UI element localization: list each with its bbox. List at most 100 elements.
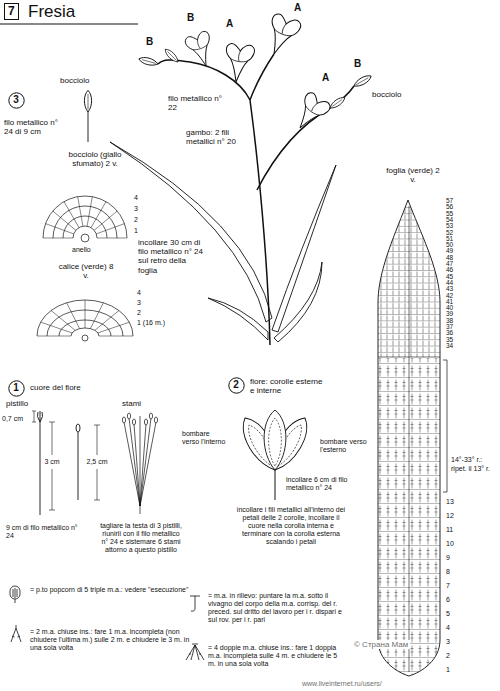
- wire-note: filo metallico n° 22: [168, 94, 228, 112]
- node-text: 2: [233, 380, 239, 390]
- repeat-note: 14°-33° r.:: [451, 456, 482, 464]
- wire-note: incollare 6 cm di filo metallico n° 24: [286, 476, 364, 492]
- dimension: 0,7 cm: [2, 415, 23, 423]
- flowers: [222, 42, 255, 84]
- bud-chart: [53, 206, 117, 238]
- part-name: bocciolo: [372, 90, 401, 99]
- plant-leaves: [208, 298, 268, 340]
- flower-letter: B: [187, 12, 194, 24]
- part-name: anello: [72, 246, 91, 254]
- pistil-drawing: [37, 411, 42, 422]
- calyx-chart: [82, 335, 88, 341]
- chart-title: calice (verde) 8 v.: [58, 262, 114, 280]
- stitch-symbols: [11, 625, 21, 642]
- chart-title: foglia (verde) 2 v.: [386, 166, 440, 184]
- note: tagliare la testa di 3 pistilli, riunirl…: [98, 522, 184, 554]
- header-rule: [0, 24, 138, 25]
- number-box: 7: [4, 3, 19, 20]
- flowers: [184, 30, 218, 70]
- flowers: [260, 12, 302, 60]
- row-number: 4: [137, 289, 141, 297]
- dimension: 2,5 cm: [86, 458, 107, 466]
- row-number: 3: [134, 205, 138, 213]
- pistil-drawing: [78, 432, 79, 500]
- stem-note: gambo: 2 fili metallici n° 20: [186, 128, 248, 146]
- node-text: 3: [13, 95, 19, 105]
- row-number: 10: [446, 540, 454, 548]
- wire-note: 9 cm di filo metallico n° 24: [6, 524, 78, 540]
- section-title: fiore: corolle esterne e interne: [250, 377, 326, 395]
- plant-leaves: [274, 262, 322, 342]
- watermark: © Страна Мам: [352, 640, 410, 649]
- leaf-chart: [370, 358, 450, 688]
- bud-chart: [73, 226, 97, 238]
- row-number: 12: [446, 512, 454, 520]
- flowers: [289, 90, 332, 136]
- pistil-drawing: [32, 411, 36, 422]
- stitch-symbols: [186, 644, 204, 660]
- bud-chart: [81, 234, 89, 242]
- plant-stem: [250, 54, 274, 100]
- wire-note: filo metallico n° 24 di 9 cm: [4, 118, 60, 136]
- stamen-bundle: [132, 419, 135, 425]
- row-number: 4: [446, 624, 450, 632]
- step-circle: 3: [8, 92, 25, 109]
- repeat-note: ripet. il 13° r.: [451, 465, 495, 473]
- bud-drawing: [84, 90, 91, 142]
- section-title: cuore del fiore: [30, 383, 81, 392]
- row-number: 8: [446, 568, 450, 576]
- pistil-drawing: [49, 422, 55, 510]
- row-number: 9: [446, 554, 450, 562]
- stamen-bundle: [149, 413, 152, 419]
- legend-item: = p.to popcorn di 5 triple m.a.: vedere …: [30, 586, 198, 594]
- flowers: [328, 95, 346, 110]
- plant-stem: [250, 100, 270, 345]
- calyx-chart: [37, 300, 133, 336]
- leaf-chart: [370, 195, 450, 688]
- row-number: 1: [134, 227, 138, 235]
- circle-outline: [8, 380, 23, 395]
- chart-title: bocciolo (giallo sfumato) 2 v.: [58, 150, 132, 168]
- note: incollare i fili metallici all'interno d…: [236, 506, 346, 546]
- circle-outline: [8, 92, 23, 107]
- stamen-bundle: [127, 413, 130, 419]
- flower-letter: A: [322, 72, 329, 84]
- stamen-bundle: [144, 419, 147, 425]
- flower-letter: A: [294, 2, 301, 14]
- leaf-chart: [370, 195, 450, 357]
- bud-drawing: [88, 112, 89, 142]
- step-circle: 2: [228, 377, 245, 394]
- plant-stem: [257, 86, 354, 190]
- petal-drawing: [264, 410, 286, 470]
- part-name: pistillo: [6, 399, 28, 408]
- legend-item: = m.a. in rilievo: puntare la m.a. sotto…: [208, 592, 346, 624]
- stitch-symbols: [10, 586, 204, 660]
- leaf-chart: [370, 195, 450, 688]
- flower-letter: A: [226, 18, 233, 30]
- leaf-chart: [378, 206, 440, 672]
- stitch-symbols: [190, 596, 200, 611]
- pistil-drawing: [40, 422, 41, 515]
- stamen-bundle: [124, 416, 156, 514]
- stitch-symbols: [13, 588, 17, 603]
- circle-outline: [228, 377, 243, 392]
- row-number: 1 (16 m.): [137, 319, 165, 327]
- row-number: 11: [446, 526, 453, 534]
- legend-text: = 2 m.a. chiuse ins.: fare 1 m.a. incomp…: [30, 628, 189, 651]
- stamen-bundle: [122, 413, 157, 514]
- note: bombare verso l'interno: [182, 430, 228, 446]
- legend-item: = 2 m.a. chiuse ins.: fare 1 m.a. incomp…: [30, 628, 192, 652]
- row-number: 13: [446, 498, 454, 506]
- plant-leaves: [110, 142, 336, 342]
- petal-drawing: [275, 470, 276, 500]
- row-number: 2: [134, 216, 138, 224]
- watermark: www.liveinternet.ru/users/: [300, 680, 384, 688]
- bud-chart: [43, 196, 127, 238]
- node-text: 1: [13, 383, 19, 393]
- bud-chart: [63, 216, 107, 238]
- legend-text: = p.to popcorn di 5 triple m.a.: vedere …: [30, 586, 188, 593]
- bud-chart: [43, 196, 127, 242]
- part-name: bocciolo: [60, 76, 89, 85]
- node-text: 7: [8, 4, 15, 19]
